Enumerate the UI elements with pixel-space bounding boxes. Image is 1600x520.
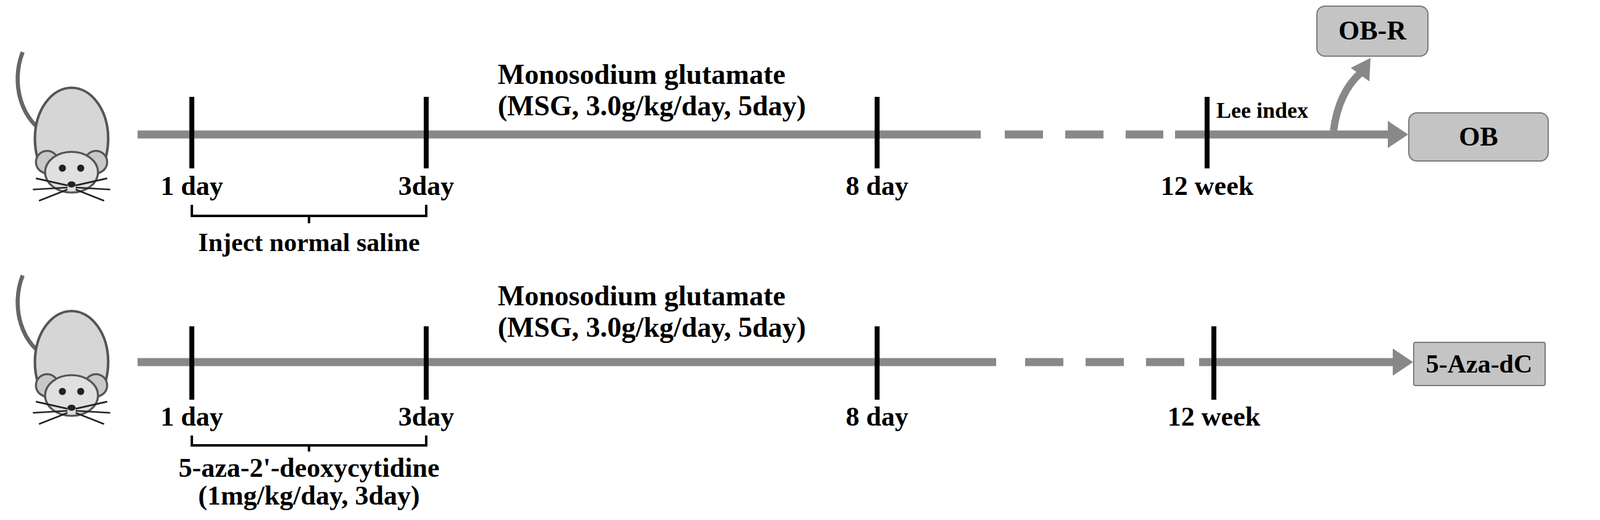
group-box: OB-R bbox=[1316, 5, 1429, 57]
time-label: 12 week bbox=[1160, 171, 1254, 202]
timeline-top bbox=[137, 57, 1409, 224]
time-label: 8 day bbox=[845, 171, 908, 202]
time-label: 3day bbox=[398, 171, 454, 202]
group-box: 5-Aza-dC bbox=[1413, 341, 1546, 387]
time-label: 8 day bbox=[845, 402, 908, 432]
group-name: OB bbox=[1458, 122, 1499, 152]
time-label: 1 day bbox=[160, 402, 223, 432]
group-name: OB-R bbox=[1338, 16, 1407, 46]
timeline-bottom bbox=[137, 326, 1414, 452]
mouse-illustration bbox=[17, 52, 111, 425]
group-box: OB bbox=[1408, 112, 1549, 162]
group-name: 5-Aza-dC bbox=[1426, 349, 1533, 379]
measure-label: Lee index bbox=[1216, 98, 1309, 124]
bracket-label: Inject normal saline bbox=[197, 228, 420, 257]
time-label: 3day bbox=[398, 402, 454, 432]
bracket-label: 5-aza-2'-deoxycytidine (1mg/kg/day, 3day… bbox=[160, 454, 458, 511]
time-label: 12 week bbox=[1167, 402, 1261, 432]
treatment-label: Monosodium glutamate (MSG, 3.0g/kg/day, … bbox=[497, 59, 856, 122]
treatment-label: Monosodium glutamate (MSG, 3.0g/kg/day, … bbox=[497, 280, 856, 343]
time-label: 1 day bbox=[160, 171, 223, 202]
